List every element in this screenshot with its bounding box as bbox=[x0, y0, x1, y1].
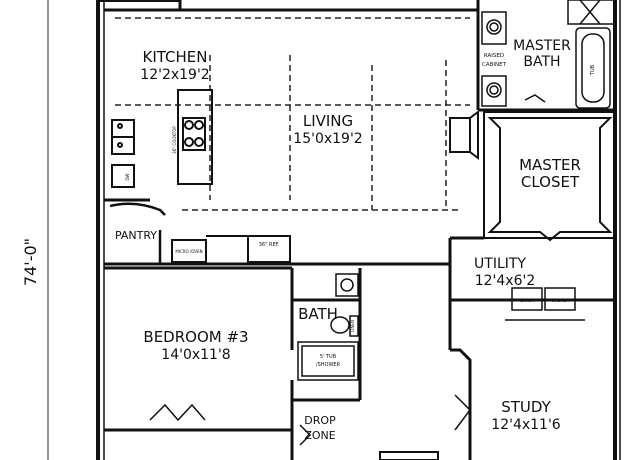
ceiling-beams bbox=[115, 17, 470, 211]
bedroom-3-size: 14'0x11'8 bbox=[161, 347, 230, 363]
micro-oven-label: MICRO /OVEN bbox=[175, 249, 202, 254]
drop-zone-name-1: DROP bbox=[304, 414, 336, 427]
interior-walls bbox=[104, 0, 616, 460]
utility-size: 12'4x6'2 bbox=[475, 273, 536, 289]
overall-dimension-label: 74'-0" bbox=[21, 238, 40, 286]
master-bath-fixtures bbox=[481, 0, 616, 109]
bottom-walls bbox=[379, 451, 439, 460]
master-closet-name-2: CLOSET bbox=[521, 173, 580, 191]
study-name: STUDY bbox=[501, 398, 551, 416]
dw-label: DW bbox=[125, 173, 130, 180]
raised-cabinet-line-2: CABINET bbox=[482, 62, 507, 68]
pantry-name: PANTRY bbox=[115, 229, 157, 242]
tub-label: TUB bbox=[590, 64, 596, 76]
fireplace bbox=[449, 110, 479, 160]
master-closet-name-1: MASTER bbox=[519, 156, 581, 174]
master-bath-name-2: BATH bbox=[523, 54, 560, 70]
bath-name: BATH bbox=[298, 305, 338, 323]
utility-fixtures bbox=[505, 287, 585, 321]
pantry-walls bbox=[109, 202, 166, 264]
bath-fixtures bbox=[297, 273, 359, 381]
dryer-label: DRYER bbox=[520, 298, 534, 303]
kitchen-island bbox=[177, 89, 213, 185]
door-swings bbox=[149, 94, 546, 446]
fridge-label: 36" REF. bbox=[259, 242, 280, 248]
kitchen-name: KITCHEN bbox=[143, 48, 208, 66]
study-size: 12'4x11'6 bbox=[491, 417, 561, 433]
master-bath-name-1: MASTER bbox=[513, 38, 571, 54]
appliance-wall bbox=[171, 235, 291, 263]
linen-label: LINEN bbox=[350, 320, 355, 332]
drop-zone-name-2: ZONE bbox=[304, 429, 335, 442]
kitchen-size: 12'2x19'2 bbox=[140, 67, 209, 83]
bedroom-3-name: BEDROOM #3 bbox=[143, 328, 248, 346]
living-name: LIVING bbox=[303, 112, 353, 130]
utility-name: UTILITY bbox=[474, 256, 526, 272]
kitchen-sink bbox=[111, 119, 135, 188]
raised-cabinet-line-1: RAISED bbox=[484, 53, 504, 59]
living-size: 15'0x19'2 bbox=[293, 131, 362, 147]
cooktop-label: 36" COOKTOP bbox=[172, 126, 177, 154]
tub-shower-line-2: /SHOWER bbox=[316, 362, 341, 368]
washer-label: WASHER bbox=[551, 298, 569, 303]
tub-shower-line-1: 5' TUB bbox=[320, 354, 337, 360]
overall-dimension: 74'-0" bbox=[21, 0, 49, 460]
